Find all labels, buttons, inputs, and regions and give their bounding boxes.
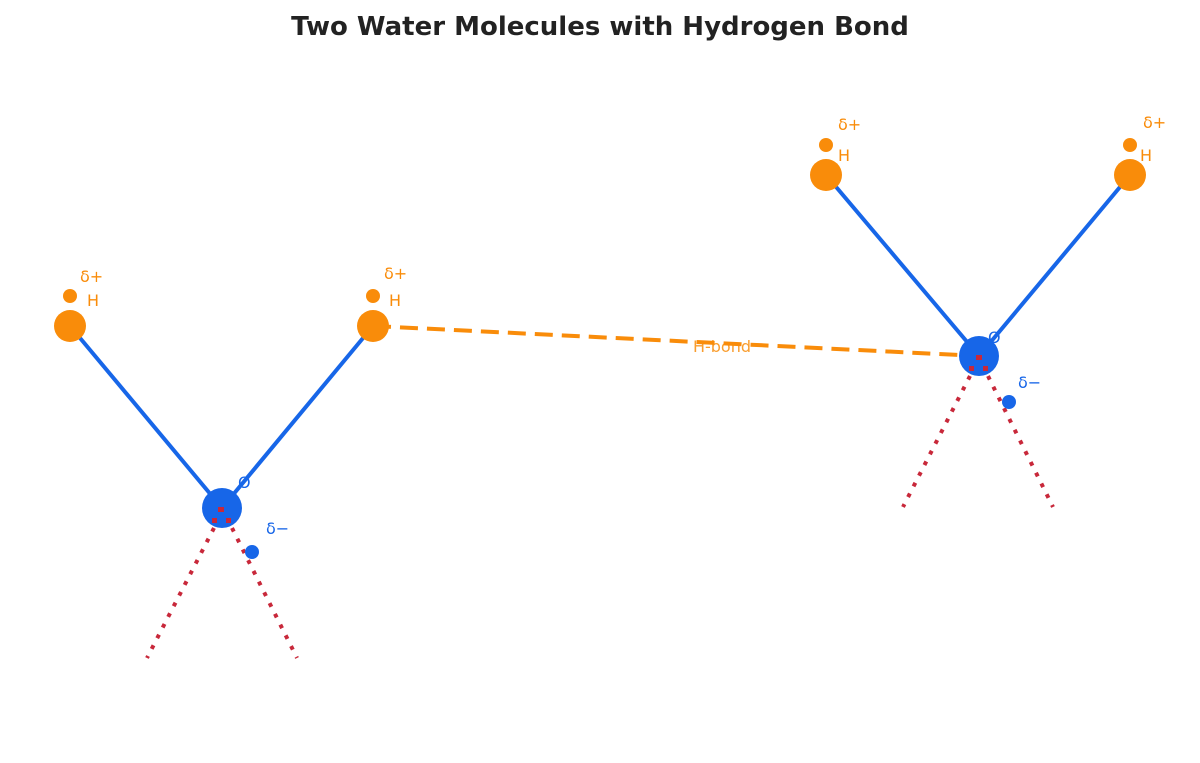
delta-plus-label: δ+ (838, 115, 861, 134)
covalent-bond (977, 173, 1132, 358)
hydrogen-label: H (389, 291, 401, 310)
delta-plus-label: δ+ (1143, 113, 1166, 132)
hbond-label: H-bond (693, 337, 751, 356)
hydrogen-atom (357, 310, 389, 342)
partial-charge-dot (63, 289, 77, 303)
partial-charge-dot (1002, 395, 1016, 409)
lone-pair-dot (226, 518, 231, 523)
lone-pair-line (230, 527, 299, 659)
partial-charge-dot (819, 138, 833, 152)
delta-plus-label: δ+ (80, 267, 103, 286)
water-molecule-2: δ+ H δ+ H O δ− (810, 113, 1166, 508)
lone-pair-dot (976, 355, 982, 360)
partial-charge-dot (366, 289, 380, 303)
lone-pair-dot (969, 366, 974, 371)
delta-plus-label: δ+ (384, 264, 407, 283)
hydrogen-atom (810, 159, 842, 191)
delta-minus-label: δ− (1018, 373, 1041, 392)
hydrogen-atom (54, 310, 86, 342)
lone-pair-line (145, 527, 216, 659)
diagram-title: Two Water Molecules with Hydrogen Bond (291, 12, 909, 42)
hydrogen-label: H (1140, 146, 1152, 165)
lone-pair-line (901, 375, 972, 508)
water-molecule-1: δ+ H δ+ H O δ− (54, 264, 407, 659)
lone-pair-dot (218, 507, 224, 512)
oxygen-label: O (988, 328, 1001, 347)
delta-minus-label: δ− (266, 519, 289, 538)
hydrogen-atom (1114, 159, 1146, 191)
lone-pair-dot (212, 518, 217, 523)
oxygen-label: O (238, 473, 251, 492)
covalent-bond (824, 173, 981, 358)
hydrogen-bond-line (372, 324, 980, 358)
covalent-bond (220, 324, 375, 510)
covalent-bond (68, 324, 224, 510)
lone-pair-dot (983, 366, 988, 371)
partial-charge-dot (1123, 138, 1137, 152)
partial-charge-dot (245, 545, 259, 559)
lone-pair-line (986, 375, 1055, 508)
hydrogen-label: H (838, 146, 850, 165)
hydrogen-label: H (87, 291, 99, 310)
